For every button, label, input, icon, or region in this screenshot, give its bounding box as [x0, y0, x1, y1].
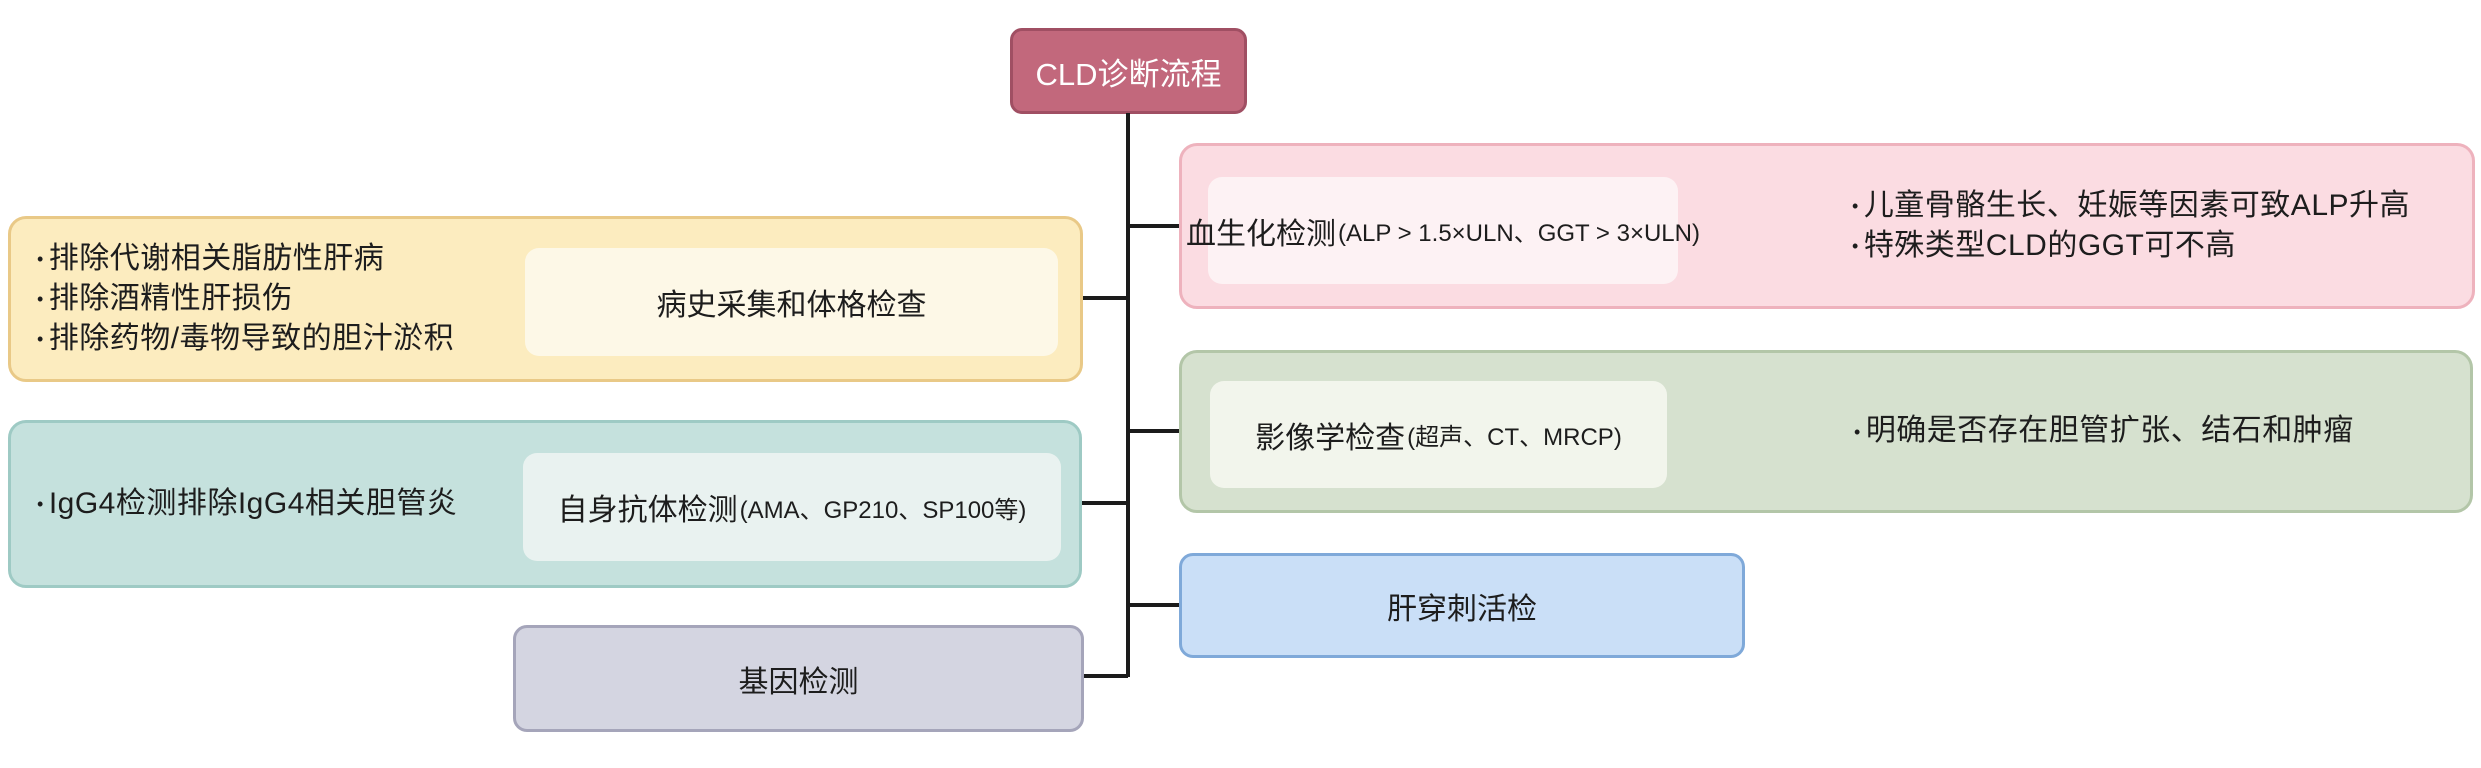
- trunk-connector: [1126, 113, 1130, 677]
- liver-biopsy-label: 肝穿刺活检: [1387, 592, 1537, 626]
- autoantibody-subnode: 自身抗体检测 (AMA、GP210、SP100等): [523, 453, 1061, 561]
- biochemistry-note-list: 儿童骨骼生长、妊娠等因素可致ALP升高 特殊类型CLD的GGT可不高: [1852, 186, 2410, 266]
- branch-connector-gene: [1082, 674, 1128, 678]
- autoantibody-node: IgG4检测排除IgG4相关胆管炎 自身抗体检测 (AMA、GP210、SP10…: [8, 420, 1082, 588]
- imaging-subnode: 影像学检查 (超声、CT、MRCP): [1210, 381, 1667, 488]
- imaging-detail: (超声、CT、MRCP): [1407, 424, 1622, 451]
- branch-connector-imaging: [1128, 429, 1181, 433]
- bullet-item: IgG4检测排除IgG4相关胆管炎: [37, 484, 457, 524]
- bullet-item: 排除药物/毒物导致的胆汁淤积: [37, 319, 454, 359]
- branch-connector-history: [1080, 296, 1128, 300]
- history-exclusions-node: 排除代谢相关脂肪性肝病 排除酒精性肝损伤 排除药物/毒物导致的胆汁淤积 病史采集…: [8, 216, 1083, 382]
- history-exclusions-list: 排除代谢相关脂肪性肝病 排除酒精性肝损伤 排除药物/毒物导致的胆汁淤积: [37, 239, 454, 359]
- gene-test-node: 基因检测: [513, 625, 1084, 732]
- liver-biopsy-node: 肝穿刺活检: [1179, 553, 1745, 658]
- gene-test-label: 基因检测: [738, 665, 859, 699]
- biochemistry-label: 血生化检测: [1186, 217, 1337, 251]
- autoantibody-label: 自身抗体检测: [557, 494, 738, 527]
- branch-connector-autoantibody: [1080, 501, 1128, 505]
- autoantibody-note-list: IgG4检测排除IgG4相关胆管炎: [37, 484, 457, 524]
- branch-connector-biochemistry: [1128, 224, 1181, 228]
- imaging-node: 明确是否存在胆管扩张、结石和肿瘤 影像学检查 (超声、CT、MRCP): [1179, 350, 2473, 513]
- bullet-item: 排除酒精性肝损伤: [37, 279, 454, 319]
- bullet-item: 特殊类型CLD的GGT可不高: [1852, 226, 2410, 266]
- root-node-cld-diagnosis: CLD诊断流程: [1010, 28, 1247, 114]
- biochemistry-subnode: 血生化检测 (ALP > 1.5×ULN、GGT > 3×ULN): [1186, 177, 1700, 284]
- bullet-item: 明确是否存在胆管扩张、结石和肿瘤: [1854, 411, 2354, 451]
- biochemistry-detail: (ALP > 1.5×ULN、GGT > 3×ULN): [1338, 220, 1700, 247]
- history-exam-label: 病史采集和体格检查: [656, 289, 927, 322]
- autoantibody-detail: (AMA、GP210、SP100等): [739, 496, 1027, 524]
- biochemistry-node: 儿童骨骼生长、妊娠等因素可致ALP升高 特殊类型CLD的GGT可不高 血生化检测…: [1179, 143, 2475, 309]
- bullet-item: 排除代谢相关脂肪性肝病: [37, 239, 454, 279]
- history-exam-subnode: 病史采集和体格检查: [525, 248, 1058, 356]
- imaging-label: 影像学检查: [1255, 421, 1406, 455]
- root-node-label: CLD诊断流程: [1035, 56, 1222, 92]
- branch-connector-biopsy: [1128, 603, 1181, 607]
- imaging-note-list: 明确是否存在胆管扩张、结石和肿瘤: [1854, 411, 2354, 451]
- bullet-item: 儿童骨骼生长、妊娠等因素可致ALP升高: [1852, 186, 2410, 226]
